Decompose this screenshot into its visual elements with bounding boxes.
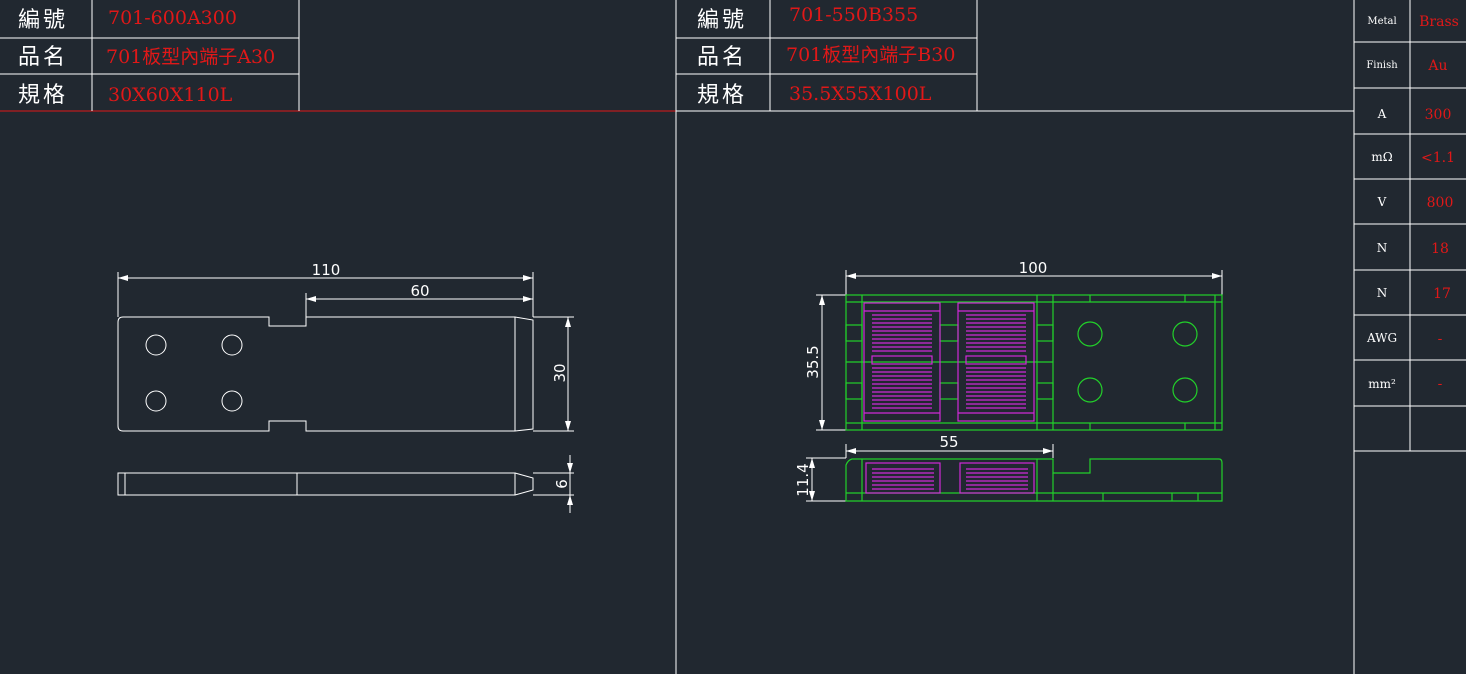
spec-label-current: A [1377, 107, 1387, 121]
left-name-label: 品名 [18, 45, 68, 70]
spec-value-force-1: 18 [1431, 241, 1449, 257]
spec-label-awg: AWG [1366, 331, 1397, 345]
spec-value-awg: - [1438, 331, 1443, 347]
right-spec-value: 35.5X55X100L [789, 83, 932, 105]
right-name-value: 701板型內端子B30 [786, 44, 955, 66]
spec-value-force-2: 17 [1433, 286, 1451, 302]
contact-insert [957, 302, 1035, 422]
right-code-value: 701-550B355 [789, 4, 918, 26]
spec-value-finish: Au [1427, 58, 1447, 74]
right-thickness-label: 11.4 [794, 463, 812, 496]
spec-label-finish: Finish [1366, 60, 1398, 71]
left-drawing: 110 60 30 6 [117, 261, 574, 513]
hole-circle [1077, 321, 1103, 347]
left-plate-outline [117, 316, 534, 432]
left-title-block: 編號 701-600A300 品名 701板型內端子A30 規格 30X60X1… [0, 0, 300, 111]
right-drawing: 100 35.5 [794, 259, 1223, 502]
left-dim-length: 110 [117, 261, 534, 317]
right-title-block: 編號 701-550B355 品名 701板型內端子B30 規格 35.5X55… [676, 0, 978, 111]
left-spec-value: 30X60X110L [108, 84, 233, 106]
right-step-label: 55 [939, 433, 958, 451]
left-width-label: 30 [551, 363, 569, 382]
spec-value-current: 300 [1425, 107, 1452, 123]
spec-value-area: - [1438, 376, 1443, 392]
left-spec-label: 規格 [18, 83, 68, 108]
spec-label-area: mm² [1368, 377, 1396, 391]
left-step-label: 60 [410, 282, 429, 300]
spec-label-metal: Metal [1367, 16, 1396, 27]
right-holes [1077, 321, 1198, 403]
right-name-label: 品名 [697, 45, 747, 70]
spec-value-resistance: <1.1 [1421, 150, 1455, 166]
right-side-view [845, 458, 1223, 502]
contact-insert-slats [872, 314, 1026, 409]
spec-table: Metal Brass Finish Au A 300 mΩ <1.1 V 80… [1354, 0, 1466, 452]
left-dim-step: 60 [305, 282, 534, 326]
right-dim-thickness: 11.4 [794, 457, 846, 502]
spec-value-voltage: 800 [1427, 195, 1454, 211]
right-dim-step: 55 [845, 433, 1054, 458]
hole-circle [145, 390, 167, 412]
left-code-label: 編號 [18, 8, 68, 33]
spec-label-force-1: N [1377, 241, 1388, 255]
hole-circle [1172, 321, 1198, 347]
spec-value-metal: Brass [1419, 14, 1459, 30]
spec-label-resistance: mΩ [1371, 150, 1392, 164]
right-length-label: 100 [1019, 259, 1048, 277]
right-dim-length: 100 [845, 259, 1223, 295]
hole-circle [221, 334, 243, 356]
contact-insert [863, 302, 941, 422]
left-length-label: 110 [312, 261, 341, 279]
hole-circle [145, 334, 167, 356]
spec-label-force-2: N [1377, 286, 1388, 300]
right-dim-width: 35.5 [804, 294, 846, 431]
left-dim-width: 30 [533, 316, 574, 432]
hole-circle [1172, 377, 1198, 403]
left-name-value: 701板型內端子A30 [106, 46, 275, 68]
hole-circle [221, 390, 243, 412]
left-side-view: 6 [117, 455, 574, 513]
left-thickness-label: 6 [553, 479, 571, 489]
frame-lines [0, 0, 1355, 674]
right-code-label: 編號 [697, 8, 747, 33]
right-spec-label: 規格 [697, 83, 747, 108]
hole-circle [1077, 377, 1103, 403]
left-code-value: 701-600A300 [108, 7, 237, 29]
right-width-label: 35.5 [804, 345, 822, 378]
right-frame-top-view [845, 294, 1223, 431]
spec-label-voltage: V [1377, 195, 1387, 209]
